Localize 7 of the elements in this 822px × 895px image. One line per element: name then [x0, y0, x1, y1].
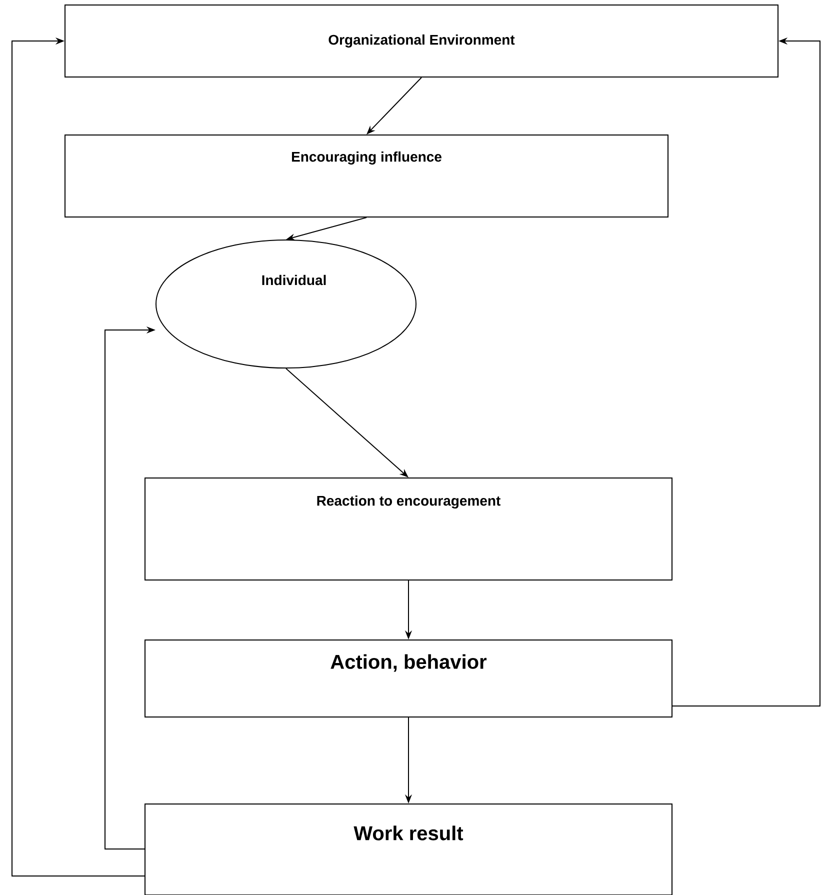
process-box: Action, behavior	[144, 640, 672, 718]
arrow	[366, 77, 422, 134]
process-box: Work result	[144, 804, 672, 895]
process-box: Reaction to encouragement	[144, 478, 672, 580]
arrow	[12, 37, 145, 876]
process-box: Encouraging influence	[64, 134, 668, 218]
process-box: Organizational Environment	[64, 4, 778, 78]
